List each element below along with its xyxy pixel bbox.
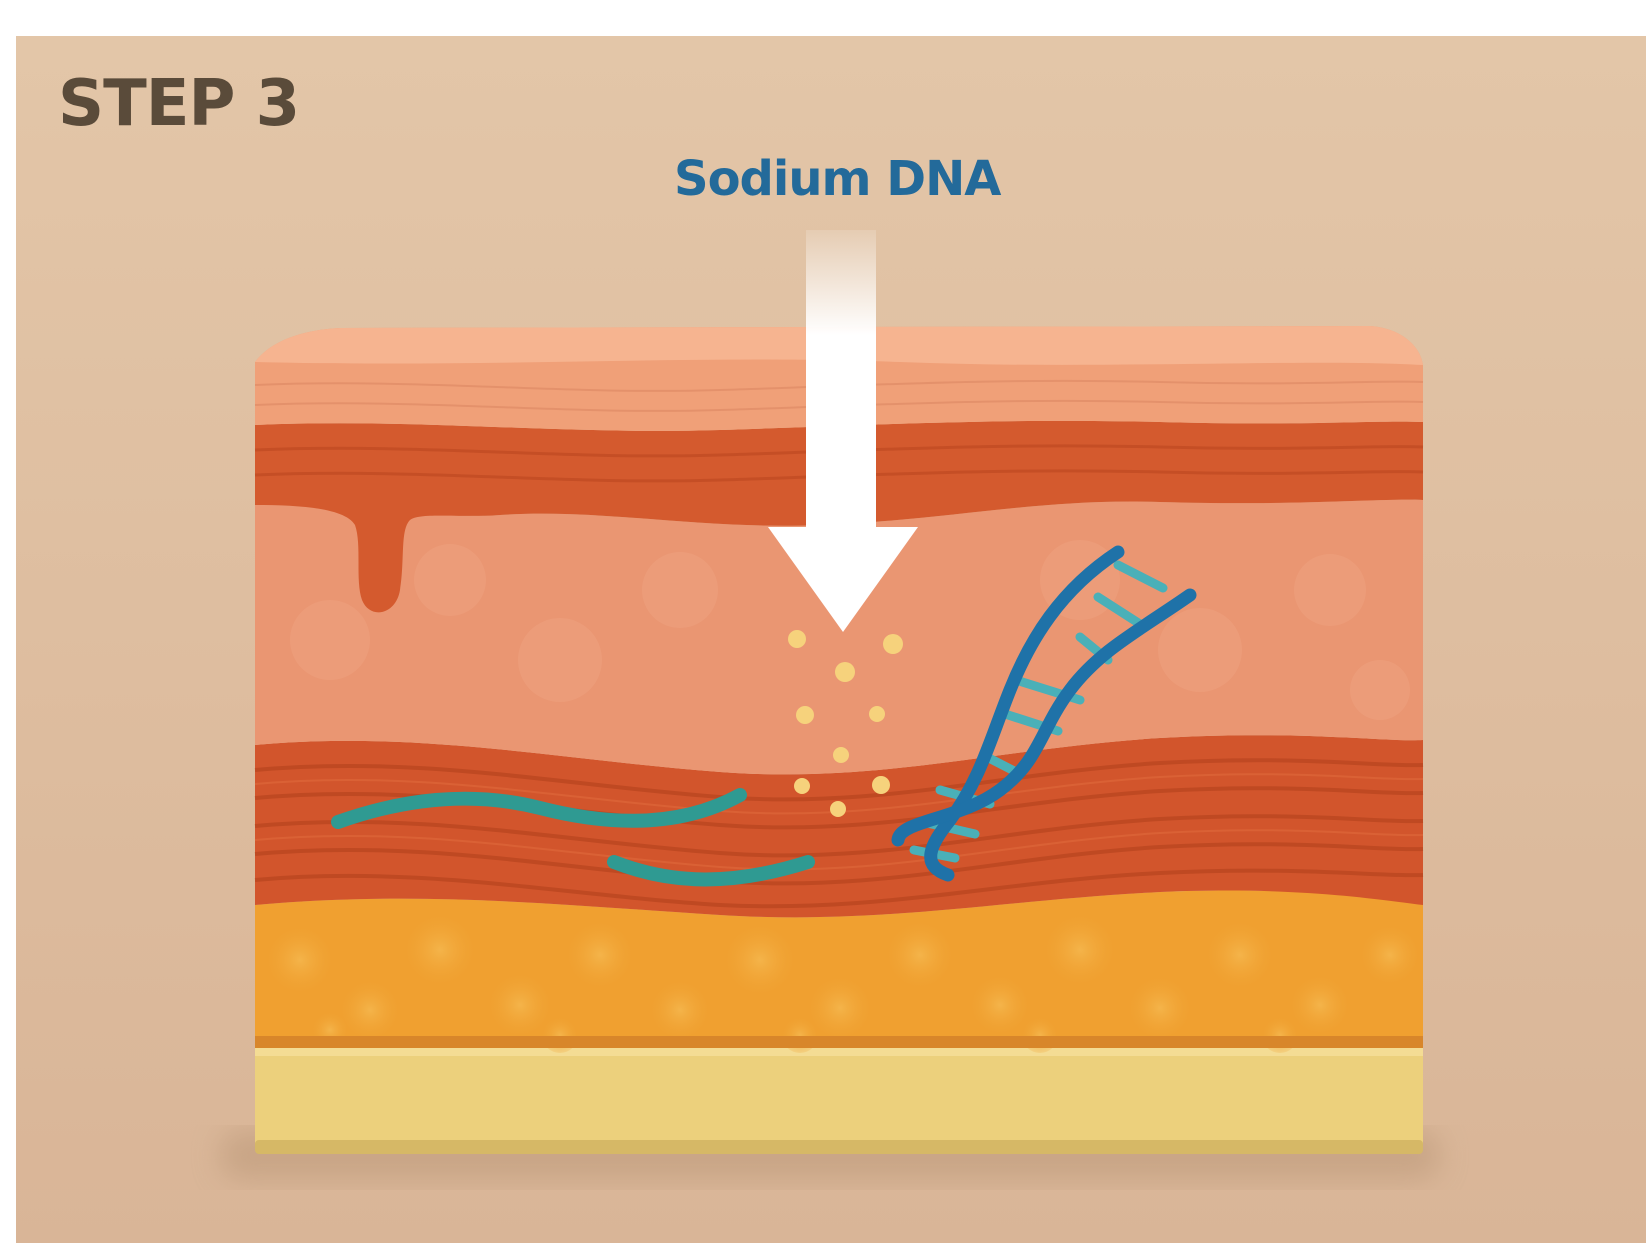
step-label: STEP 3 [58,72,299,136]
sodium-dna-label: Sodium DNA [674,155,1004,203]
base-layer [255,1046,1423,1154]
